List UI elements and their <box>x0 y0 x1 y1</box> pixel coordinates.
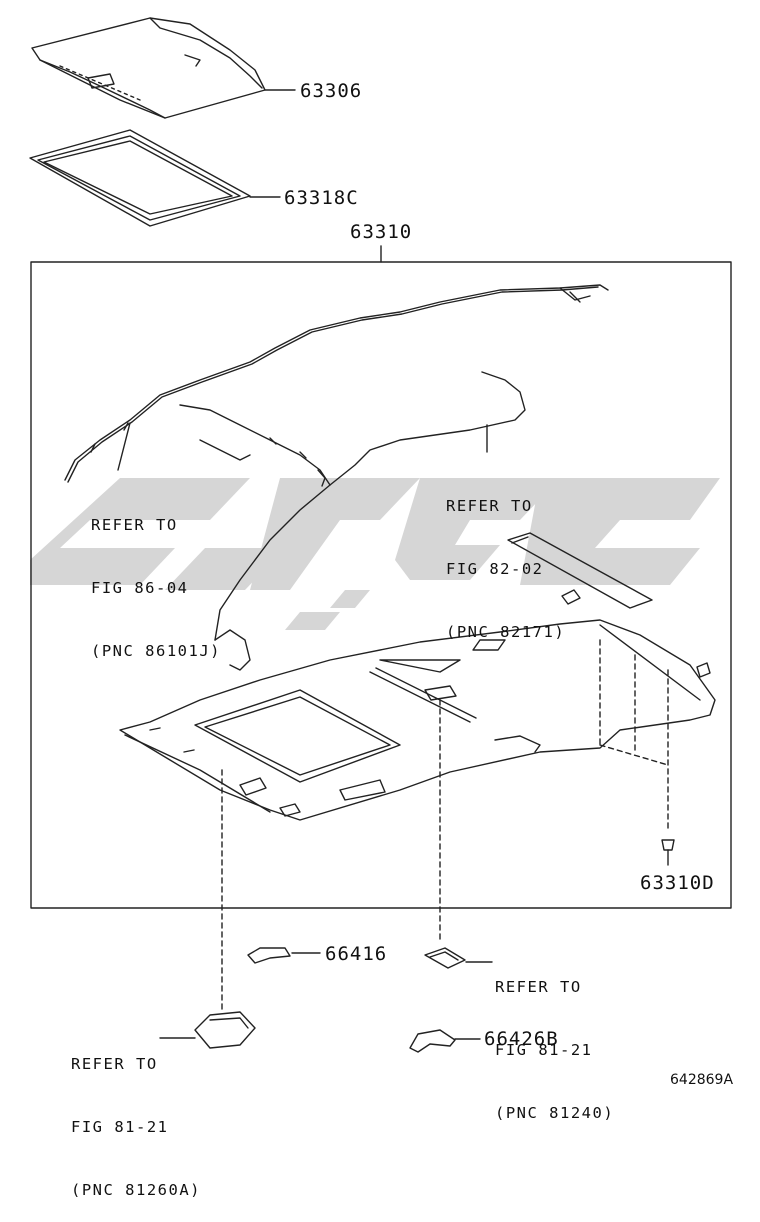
ref-line: REFER TO <box>71 1055 158 1073</box>
clip-icon <box>561 589 581 605</box>
dashed-leaders <box>221 639 669 1011</box>
ref-line: REFER TO <box>495 978 582 996</box>
ref-line: FIG 82-02 <box>446 560 544 578</box>
sunshade-panel <box>31 17 266 119</box>
rear-trim-strip <box>507 532 653 609</box>
wire-harness-sunroof <box>179 371 526 671</box>
figure-number: 642869A <box>670 1072 734 1088</box>
ref-line: FIG 81-21 <box>71 1118 169 1136</box>
ref-note-wire-right: REFER TO FIG 82-02 (PNC 82171) <box>446 454 565 664</box>
ref-line: FIG 81-21 <box>495 1041 593 1059</box>
clip-63310d-icon <box>661 839 675 866</box>
ref-line: (PNC 86101J) <box>91 642 221 660</box>
bracket-66416 <box>247 947 291 964</box>
ref-note-lamp-front: REFER TO FIG 81-21 (PNC 81260A) <box>71 1012 201 1222</box>
bracket-66426b <box>409 1029 456 1053</box>
diagram-artwork <box>29 17 732 1053</box>
ref-line: (PNC 81260A) <box>71 1181 201 1199</box>
part-label-66426b: 66426B <box>484 1028 559 1050</box>
part-label-63318c: 63318C <box>284 187 359 209</box>
ref-line: REFER TO <box>91 516 178 534</box>
ref-line: FIG 86-04 <box>91 579 189 597</box>
leader-wire-left <box>117 422 131 471</box>
watermark-logo <box>30 478 720 630</box>
sunroof-seal-frame <box>29 129 251 227</box>
ref-note-lamp-center: REFER TO FIG 81-21 (PNC 81240) <box>495 935 614 1145</box>
wire-harness-roof <box>64 284 609 483</box>
part-label-66416: 66416 <box>325 943 388 965</box>
ref-line: (PNC 81240) <box>495 1104 615 1122</box>
ref-line: REFER TO <box>446 497 533 515</box>
part-label-63310: 63310 <box>350 221 413 243</box>
ref-note-wire-left: REFER TO FIG 86-04 (PNC 86101J) <box>91 473 221 683</box>
ref-line: (PNC 82171) <box>446 623 566 641</box>
part-label-63306: 63306 <box>300 80 363 102</box>
map-lamp-front <box>194 1011 256 1049</box>
room-lamp-center <box>424 947 466 969</box>
headliner-panel <box>119 619 716 821</box>
part-label-63310d: 63310D <box>640 872 715 894</box>
clip-small-icon <box>696 662 711 678</box>
